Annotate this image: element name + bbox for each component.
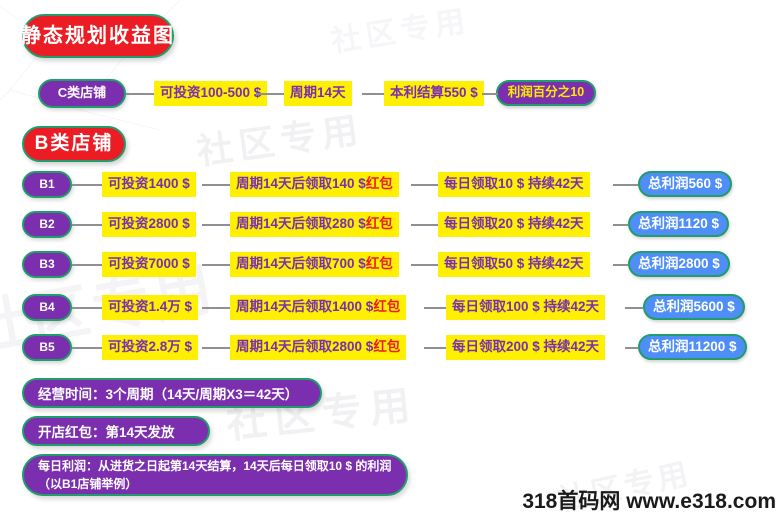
b2-redpacket-text: 周期14天后领取280 $: [236, 216, 366, 232]
b1-invest-text: 可投资1400 $: [108, 176, 190, 192]
connector-line: [72, 264, 102, 266]
chip-b1: B1: [22, 171, 72, 198]
b1-daily-label: 每日领取10 $ 持续42天: [438, 172, 590, 197]
connector-line: [202, 307, 230, 309]
connector-line: [126, 93, 154, 95]
b5-redpacket-label: 周期14天后领取2800 $ 红包: [230, 335, 407, 360]
connector-line: [411, 224, 438, 226]
b5-redpacket-text: 周期14天后领取2800 $: [236, 339, 374, 355]
section-title-b: B类店铺: [22, 126, 126, 162]
b2-redpacket-tag: 红包: [365, 216, 393, 232]
connector-line: [424, 307, 446, 309]
note-daily-profit: 每日利润：从进货之日起第14天结算，14天后每日领取10 $ 的利润 （以B1店…: [22, 454, 408, 496]
connector-line: [411, 184, 438, 186]
b1-redpacket-text: 周期14天后领取140 $: [236, 176, 366, 192]
b1-redpacket-label: 周期14天后领取140 $ 红包: [230, 172, 399, 197]
note-opening-redpacket: 开店红包：第14天发放: [22, 416, 210, 446]
note-daily-profit-line2: （以B1店铺举例）: [38, 477, 138, 491]
b5-total-profit: 总利润11200 $: [638, 334, 747, 360]
chip-b5: B5: [22, 334, 72, 361]
connector-line: [72, 307, 102, 309]
page-title: 静态规划收益图: [21, 14, 174, 58]
c-settlement-label: 本利结算550 $: [384, 81, 484, 106]
b2-invest-text: 可投资2800 $: [108, 216, 190, 232]
connector-line: [72, 184, 102, 186]
connector-line: [613, 224, 628, 226]
b5-redpacket-tag: 红包: [373, 339, 401, 355]
b5-daily-label: 每日领取200 $ 持续42天: [446, 335, 606, 360]
connector-line: [625, 307, 643, 309]
b2-redpacket-label: 周期14天后领取280 $ 红包: [230, 212, 399, 237]
footer-watermark: 318首码网 www.e318.com: [522, 490, 776, 513]
chip-b4: B4: [22, 294, 72, 321]
b4-redpacket-tag: 红包: [373, 299, 401, 315]
b2-invest-label: 可投资2800 $: [102, 212, 196, 237]
connector-line: [482, 93, 498, 95]
chip-b3: B3: [22, 251, 72, 278]
c-cycle-label: 周期14天: [284, 81, 352, 106]
connector-line: [362, 93, 384, 95]
b4-invest-text: 可投资1.4万 $: [108, 299, 193, 315]
connector-line: [613, 184, 638, 186]
connector-line: [202, 184, 230, 186]
b5-invest-label: 可投资2.8万 $: [102, 335, 199, 360]
connector-line: [72, 347, 102, 349]
chip-b2: B2: [22, 211, 72, 238]
chip-c-store: C类店铺: [38, 79, 126, 108]
b3-redpacket-text: 周期14天后领取700 $: [236, 256, 366, 272]
note-daily-profit-line1: 每日利润：从进货之日起第14天结算，14天后每日领取10 $ 的利润: [38, 459, 392, 473]
b1-invest-label: 可投资1400 $: [102, 172, 196, 197]
connector-line: [625, 347, 638, 349]
b3-invest-text: 可投资7000 $: [108, 256, 190, 272]
b1-total-profit: 总利润560 $: [638, 171, 733, 197]
b3-daily-label: 每日领取50 $ 持续42天: [438, 252, 590, 277]
c-invest-label: 可投资100-500 $: [154, 81, 268, 106]
connector-line: [202, 264, 230, 266]
b4-redpacket-text: 周期14天后领取1400 $: [236, 299, 374, 315]
connector-line: [424, 347, 446, 349]
connector-line: [72, 224, 102, 226]
connector-line: [256, 93, 284, 95]
connector-line: [411, 264, 438, 266]
b3-redpacket-tag: 红包: [365, 256, 393, 272]
b2-daily-label: 每日领取20 $ 持续42天: [438, 212, 590, 237]
connector-line: [613, 264, 628, 266]
b1-redpacket-tag: 红包: [365, 176, 393, 192]
b3-total-profit: 总利润2800 $: [628, 251, 730, 277]
connector-line: [202, 224, 230, 226]
note-operating-time: 经营时间：3个周期（14天/周期X3＝42天）: [22, 378, 322, 408]
b3-invest-label: 可投资7000 $: [102, 252, 196, 277]
b4-total-profit: 总利润5600 $: [643, 294, 745, 320]
b2-total-profit: 总利润1120 $: [628, 211, 730, 237]
b3-redpacket-label: 周期14天后领取700 $ 红包: [230, 252, 399, 277]
b4-redpacket-label: 周期14天后领取1400 $ 红包: [230, 295, 407, 320]
b4-daily-label: 每日领取100 $ 持续42天: [446, 295, 606, 320]
connector-line: [202, 347, 230, 349]
b4-invest-label: 可投资1.4万 $: [102, 295, 199, 320]
b5-invest-text: 可投资2.8万 $: [108, 339, 193, 355]
c-profit-rate-label: 利润百分之10: [496, 80, 596, 106]
